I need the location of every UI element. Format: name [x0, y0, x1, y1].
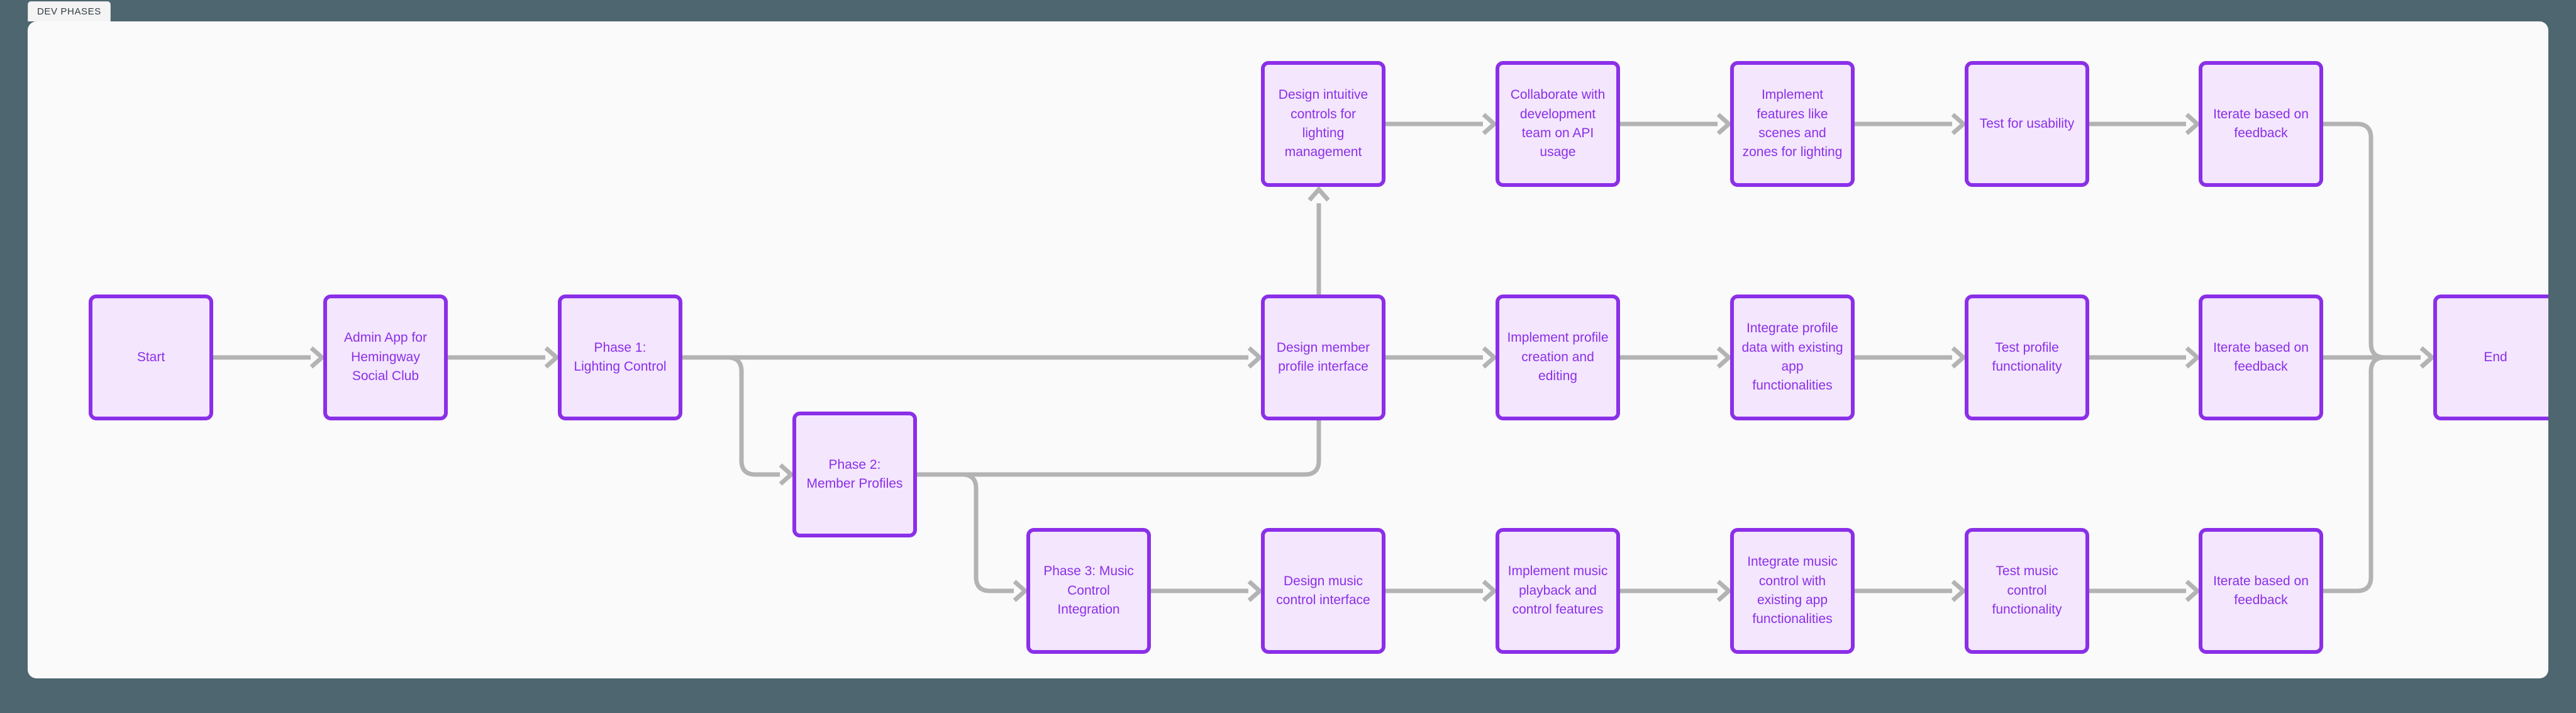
- edge-phase2-phase3: [917, 472, 1014, 593]
- edge-musictest-musiciterate-arrowhead: [2185, 580, 2201, 602]
- node-lightdesign[interactable]: Design intuitive controls for lighting m…: [1261, 61, 1385, 187]
- node-label: End: [2484, 349, 2507, 364]
- node-label: Phase 1: Lighting Control: [574, 340, 667, 374]
- node-label: Test for usability: [1979, 116, 2075, 131]
- edge-lightfeat-lighttest-arrowhead: [1951, 113, 1967, 135]
- node-label: Admin App for Hemingway Social Club: [344, 330, 427, 384]
- node-musicintegr[interactable]: Integrate music control with existing ap…: [1730, 528, 1855, 654]
- edge-layer: [213, 113, 2436, 602]
- node-label: Implement profile creation and editing: [1507, 330, 1609, 384]
- node-musiciterate[interactable]: Iterate based on feedback: [2199, 528, 2323, 654]
- edge-lightapi-lightfeat-arrowhead: [1716, 113, 1733, 135]
- edge-phase3-musicdesign-arrowhead: [1247, 580, 1263, 602]
- diagram-canvas[interactable]: Start Admin App for Hemingway Social Club…: [28, 21, 2548, 678]
- node-label: Design member profile interface: [1276, 340, 1370, 374]
- edge-lightiterate-end: [2323, 121, 2421, 360]
- node-label: Implement music playback and control fea…: [1507, 564, 1608, 617]
- edge-profimpl-profintegr-arrowhead: [1716, 346, 1733, 369]
- node-label: Design intuitive controls for lighting m…: [1278, 87, 1368, 160]
- node-start[interactable]: Start: [89, 295, 213, 420]
- node-proftest[interactable]: Test profile functionality: [1965, 295, 2089, 420]
- node-end[interactable]: End: [2433, 295, 2548, 420]
- tab-dev-phases[interactable]: DEV PHASES: [28, 1, 111, 21]
- node-phase2[interactable]: Phase 2: Member Profiles: [792, 412, 917, 537]
- node-adminapp[interactable]: Admin App for Hemingway Social Club: [323, 295, 448, 420]
- edge-phase1-phase2-arrowhead: [779, 463, 795, 486]
- edge-lightdesign-lightapi-arrowhead: [1482, 113, 1498, 135]
- edge-proftest-profiterate-arrowhead: [2185, 346, 2201, 369]
- edge-phase2-lightdesign: [917, 203, 1321, 477]
- edge-musiciterate-end: [2323, 355, 2421, 593]
- node-musictest[interactable]: Test music control functionality: [1965, 528, 2089, 654]
- node-label: Iterate based on feedback: [2213, 340, 2309, 374]
- node-profimpl[interactable]: Implement profile creation and editing: [1496, 295, 1620, 420]
- edge-phase1-phase2: [682, 355, 780, 477]
- node-phase1[interactable]: Phase 1: Lighting Control: [558, 295, 682, 420]
- node-label: Integrate profile data with existing app…: [1741, 321, 1843, 393]
- node-label: Iterate based on feedback: [2213, 106, 2309, 140]
- edge-musicdesign-musicimpl-arrowhead: [1482, 580, 1498, 602]
- edge-profdesign-profimpl-arrowhead: [1482, 346, 1498, 369]
- edge-phase2-lightdesign-arrowhead: [1307, 186, 1330, 202]
- node-label: Implement features like scenes and zones…: [1742, 87, 1843, 160]
- edge-phase2-phase3-arrowhead: [1013, 580, 1029, 602]
- edge-musiciterate-end-arrowhead: [2419, 346, 2436, 369]
- node-lightiterate[interactable]: Iterate based on feedback: [2199, 61, 2323, 187]
- node-phase3[interactable]: Phase 3: Music Control Integration: [1026, 528, 1151, 654]
- node-profintegr[interactable]: Integrate profile data with existing app…: [1730, 295, 1855, 420]
- node-label: Start: [136, 349, 165, 364]
- node-musicimpl[interactable]: Implement music playback and control fea…: [1496, 528, 1620, 654]
- node-musicdesign[interactable]: Design music control interface: [1261, 528, 1385, 654]
- node-lightfeat[interactable]: Implement features like scenes and zones…: [1730, 61, 1855, 187]
- node-label: Phase 2: Member Profiles: [806, 457, 903, 491]
- node-label: Phase 3: Music Control Integration: [1043, 564, 1134, 617]
- node-label: Test profile functionality: [1992, 340, 2062, 374]
- edge-profintegr-proftest-arrowhead: [1951, 346, 1967, 369]
- node-lighttest[interactable]: Test for usability: [1965, 61, 2089, 187]
- node-profdesign[interactable]: Design member profile interface: [1261, 295, 1385, 420]
- tab-label: DEV PHASES: [37, 6, 101, 17]
- node-profiterate[interactable]: Iterate based on feedback: [2199, 295, 2323, 420]
- tab-bar: DEV PHASES: [28, 1, 111, 21]
- node-label: Design music control interface: [1276, 573, 1370, 607]
- edge-phase1-profdesign-arrowhead: [1247, 346, 1263, 369]
- edge-lighttest-lightiterate-arrowhead: [2185, 113, 2201, 135]
- node-lightapi[interactable]: Collaborate with development team on API…: [1496, 61, 1620, 187]
- edge-start-adminapp-arrowhead: [309, 346, 326, 369]
- node-label: Collaborate with development team on API…: [1510, 87, 1606, 160]
- node-label: Iterate based on feedback: [2213, 573, 2309, 607]
- edge-musicimpl-musicintegr-arrowhead: [1716, 580, 1733, 602]
- node-label: Test music control functionality: [1992, 564, 2062, 617]
- edge-adminapp-phase1-arrowhead: [544, 346, 560, 369]
- node-label: Integrate music control with existing ap…: [1747, 554, 1838, 627]
- edge-musicintegr-musictest-arrowhead: [1951, 580, 1967, 602]
